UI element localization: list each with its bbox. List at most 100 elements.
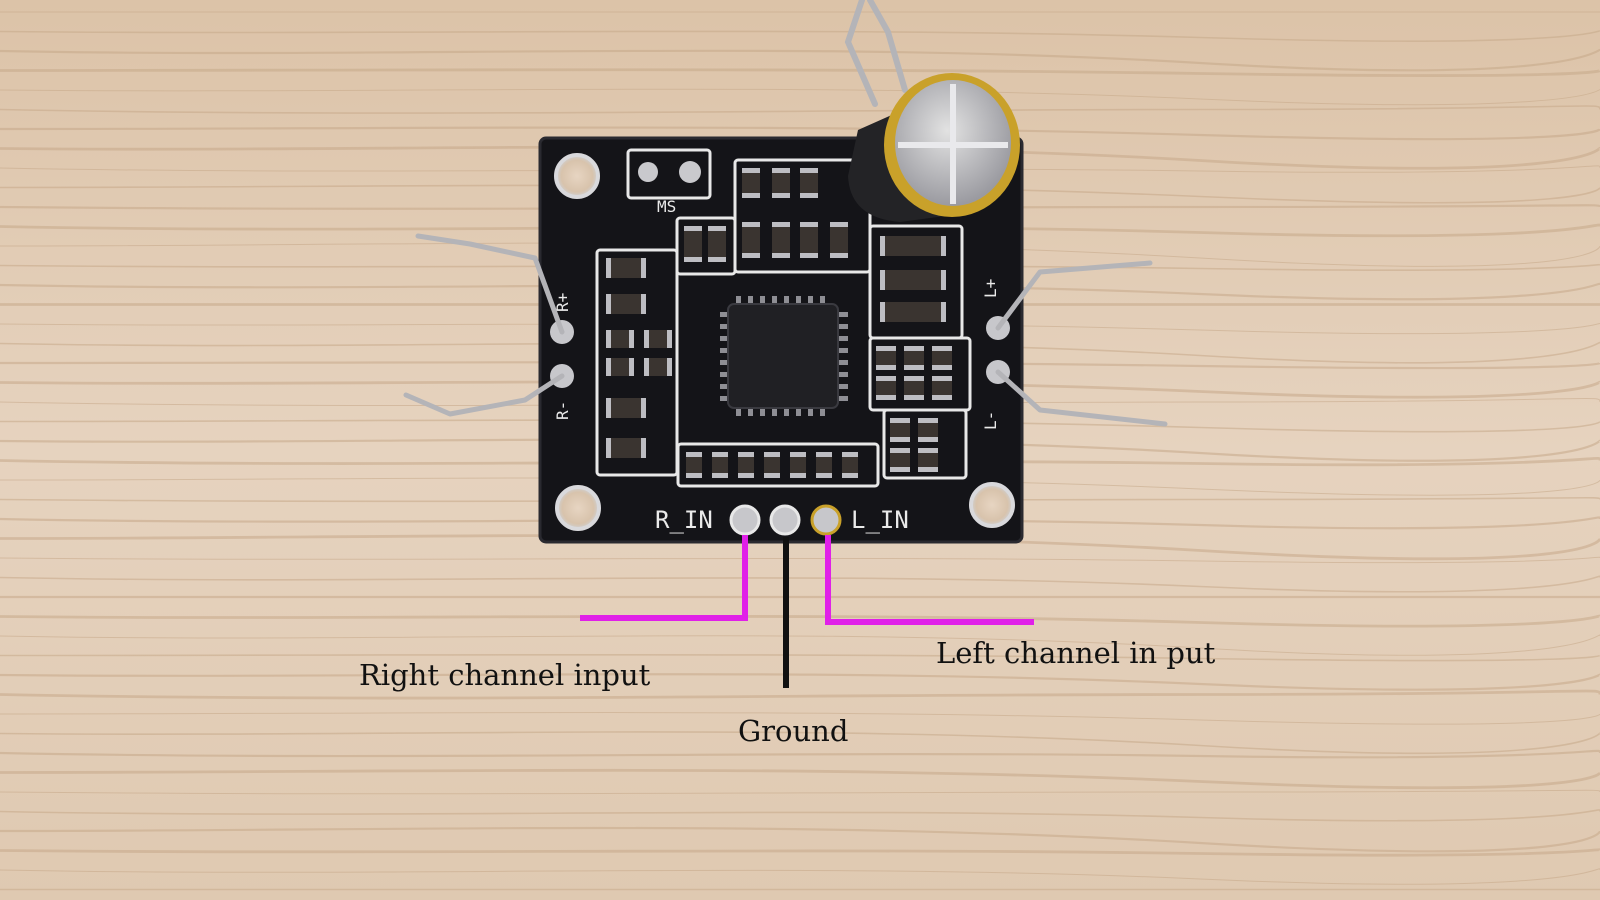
amplifier-chip	[720, 296, 848, 416]
smd-terminal	[932, 395, 952, 400]
grain-line	[0, 868, 1600, 885]
smd-terminal	[742, 222, 760, 227]
smd-part	[880, 302, 946, 322]
left-channel-input-label: Left channel in put	[936, 636, 1216, 670]
smd-terminal	[800, 168, 818, 173]
smd-terminal	[684, 226, 702, 231]
smd-terminal	[941, 236, 946, 256]
smd-terminal	[876, 395, 896, 400]
smd-terminal	[606, 330, 611, 348]
smd-part	[918, 448, 938, 472]
smd-part	[606, 258, 646, 278]
smd-terminal	[712, 473, 728, 478]
grain-line	[0, 556, 1600, 564]
chip-pin	[720, 384, 730, 389]
smd-terminal	[790, 452, 806, 457]
smd-terminal	[880, 270, 885, 290]
ground-label: Ground	[738, 714, 849, 748]
chip-pin	[772, 406, 777, 416]
chip-pin	[736, 296, 741, 306]
smd-terminal	[644, 358, 649, 376]
smd-part	[790, 452, 806, 478]
grain-line	[0, 749, 1600, 759]
smd-part	[800, 168, 818, 198]
chip-pin	[838, 372, 848, 377]
ground-pad	[769, 504, 801, 536]
smd-part	[890, 418, 910, 442]
smd-part	[816, 452, 832, 478]
smd-part	[876, 376, 896, 400]
smd-terminal	[830, 222, 848, 227]
smd-terminal	[880, 236, 885, 256]
smd-terminal	[904, 365, 924, 370]
smd-terminal	[932, 365, 952, 370]
chip-pin	[796, 406, 801, 416]
smd-part	[890, 448, 910, 472]
chip-pin	[808, 296, 813, 306]
grain-line	[0, 848, 1600, 857]
chip-pin	[796, 296, 801, 306]
mounting-hole-top-left	[554, 153, 600, 199]
chip-pin	[838, 384, 848, 389]
smd-terminal	[686, 452, 702, 457]
silk-r-minus: R-	[553, 401, 572, 420]
smd-terminal	[641, 438, 646, 458]
chip-pin	[720, 372, 730, 377]
smd-part	[686, 452, 702, 478]
chip-pin	[720, 396, 730, 401]
smd-terminal	[890, 437, 910, 442]
smd-terminal	[932, 376, 952, 381]
chip-pin	[784, 406, 789, 416]
mounting-hole-bottom-left	[555, 485, 601, 531]
smd-part	[606, 398, 646, 418]
electrolytic-capacitor	[844, 0, 1020, 222]
smd-terminal	[904, 395, 924, 400]
grain-line	[0, 789, 1600, 795]
smd-part	[830, 222, 848, 258]
smd-terminal	[830, 253, 848, 258]
chip-pin	[748, 406, 753, 416]
smd-part	[712, 452, 728, 478]
smd-terminal	[918, 418, 938, 423]
smd-terminal	[772, 253, 790, 258]
chip-pin	[838, 312, 848, 317]
smd-terminal	[629, 358, 634, 376]
smd-components	[606, 168, 952, 478]
smd-terminal	[606, 398, 611, 418]
smd-terminal	[876, 365, 896, 370]
smd-part	[738, 452, 754, 478]
silk-r-in: R_IN	[655, 506, 713, 534]
smd-terminal	[742, 193, 760, 198]
smd-terminal	[667, 358, 672, 376]
right-input-wire	[580, 535, 748, 621]
chip-pin	[784, 296, 789, 306]
smd-part	[606, 358, 634, 376]
chip-pin	[720, 336, 730, 341]
smd-part	[772, 168, 790, 198]
smd-terminal	[764, 473, 780, 478]
silk-ms: MS	[657, 197, 676, 216]
smd-terminal	[742, 168, 760, 173]
grain-line	[0, 826, 1600, 853]
smd-terminal	[772, 222, 790, 227]
smd-terminal	[772, 193, 790, 198]
r-in-pad	[729, 504, 761, 536]
smd-terminal	[800, 253, 818, 258]
smd-terminal	[876, 376, 896, 381]
smd-terminal	[641, 294, 646, 314]
chip-pin	[820, 406, 825, 416]
smd-terminal	[816, 452, 832, 457]
chip-pin	[720, 348, 730, 353]
chip-pin	[760, 406, 765, 416]
speaker-wires	[403, 233, 1168, 427]
grain-line	[0, 712, 1600, 725]
smd-terminal	[800, 222, 818, 227]
chip-pin	[772, 296, 777, 306]
smd-terminal	[941, 270, 946, 290]
smd-terminal	[641, 258, 646, 278]
smd-terminal	[667, 330, 672, 348]
smd-terminal	[932, 346, 952, 351]
smd-terminal	[918, 448, 938, 453]
grain-line	[0, 614, 1600, 628]
amplifier-board: MS R_IN L_IN R+ R- L+ L-	[538, 136, 1024, 544]
